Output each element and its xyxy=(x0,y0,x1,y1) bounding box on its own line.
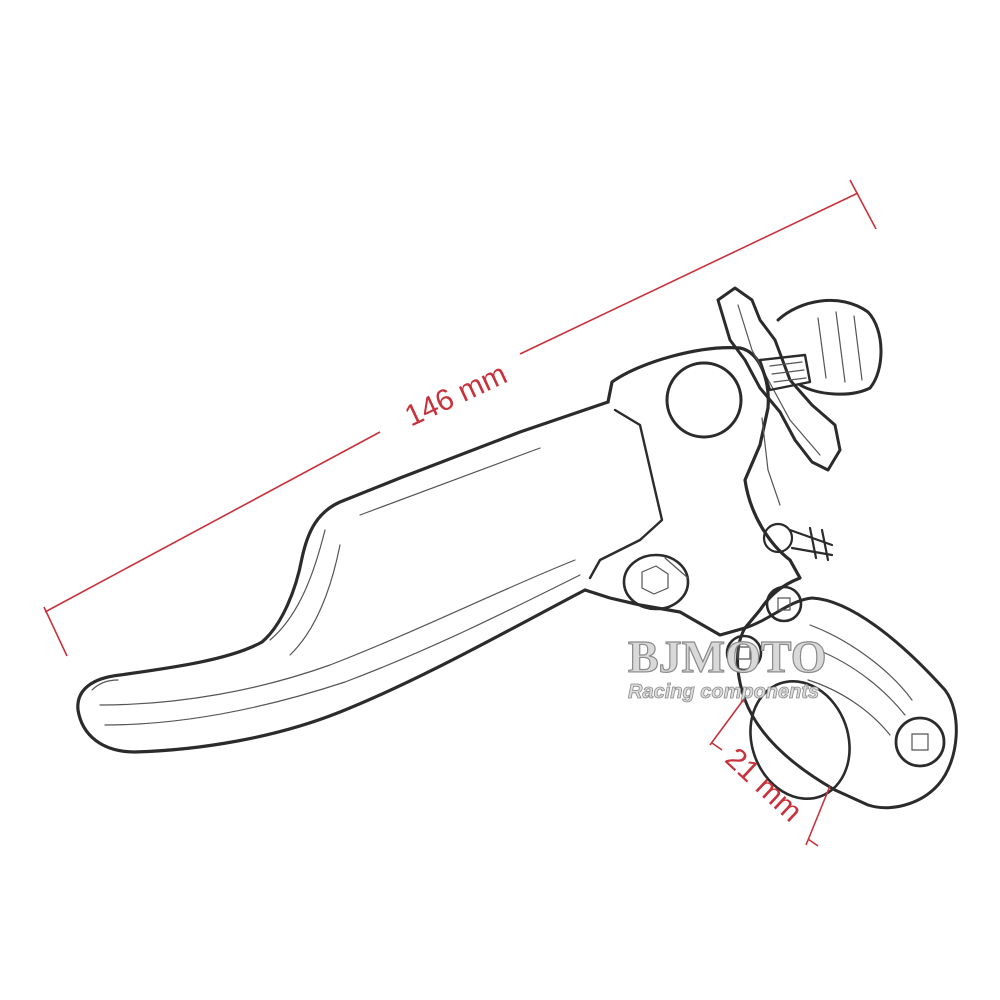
length-dimension: 146 mm xyxy=(43,179,877,657)
brand-watermark: BJMOTO Racing components xyxy=(627,630,827,703)
clamp-dimension: 21 mm xyxy=(709,698,831,847)
length-dimension-label: 146 mm xyxy=(400,358,512,434)
length-dimension-line-right xyxy=(519,192,859,355)
cable-screw xyxy=(762,522,834,562)
clamp-extension-top xyxy=(709,698,745,746)
pivot-hole xyxy=(665,361,743,439)
length-extension-right xyxy=(849,179,877,230)
bar-clamp xyxy=(725,585,958,810)
cable-adjuster xyxy=(716,286,883,472)
lever-blade xyxy=(76,400,610,754)
clamp-dimension-label: 21 mm xyxy=(719,742,809,829)
watermark-tagline: Racing components xyxy=(628,681,819,703)
clamp-extension-bottom xyxy=(805,785,831,846)
lever-perch xyxy=(583,346,802,637)
length-dimension-line-left xyxy=(44,431,381,613)
length-extension-left xyxy=(43,606,68,657)
watermark-brand: BJMOTO xyxy=(628,631,827,682)
pivot-bolt xyxy=(622,553,690,611)
